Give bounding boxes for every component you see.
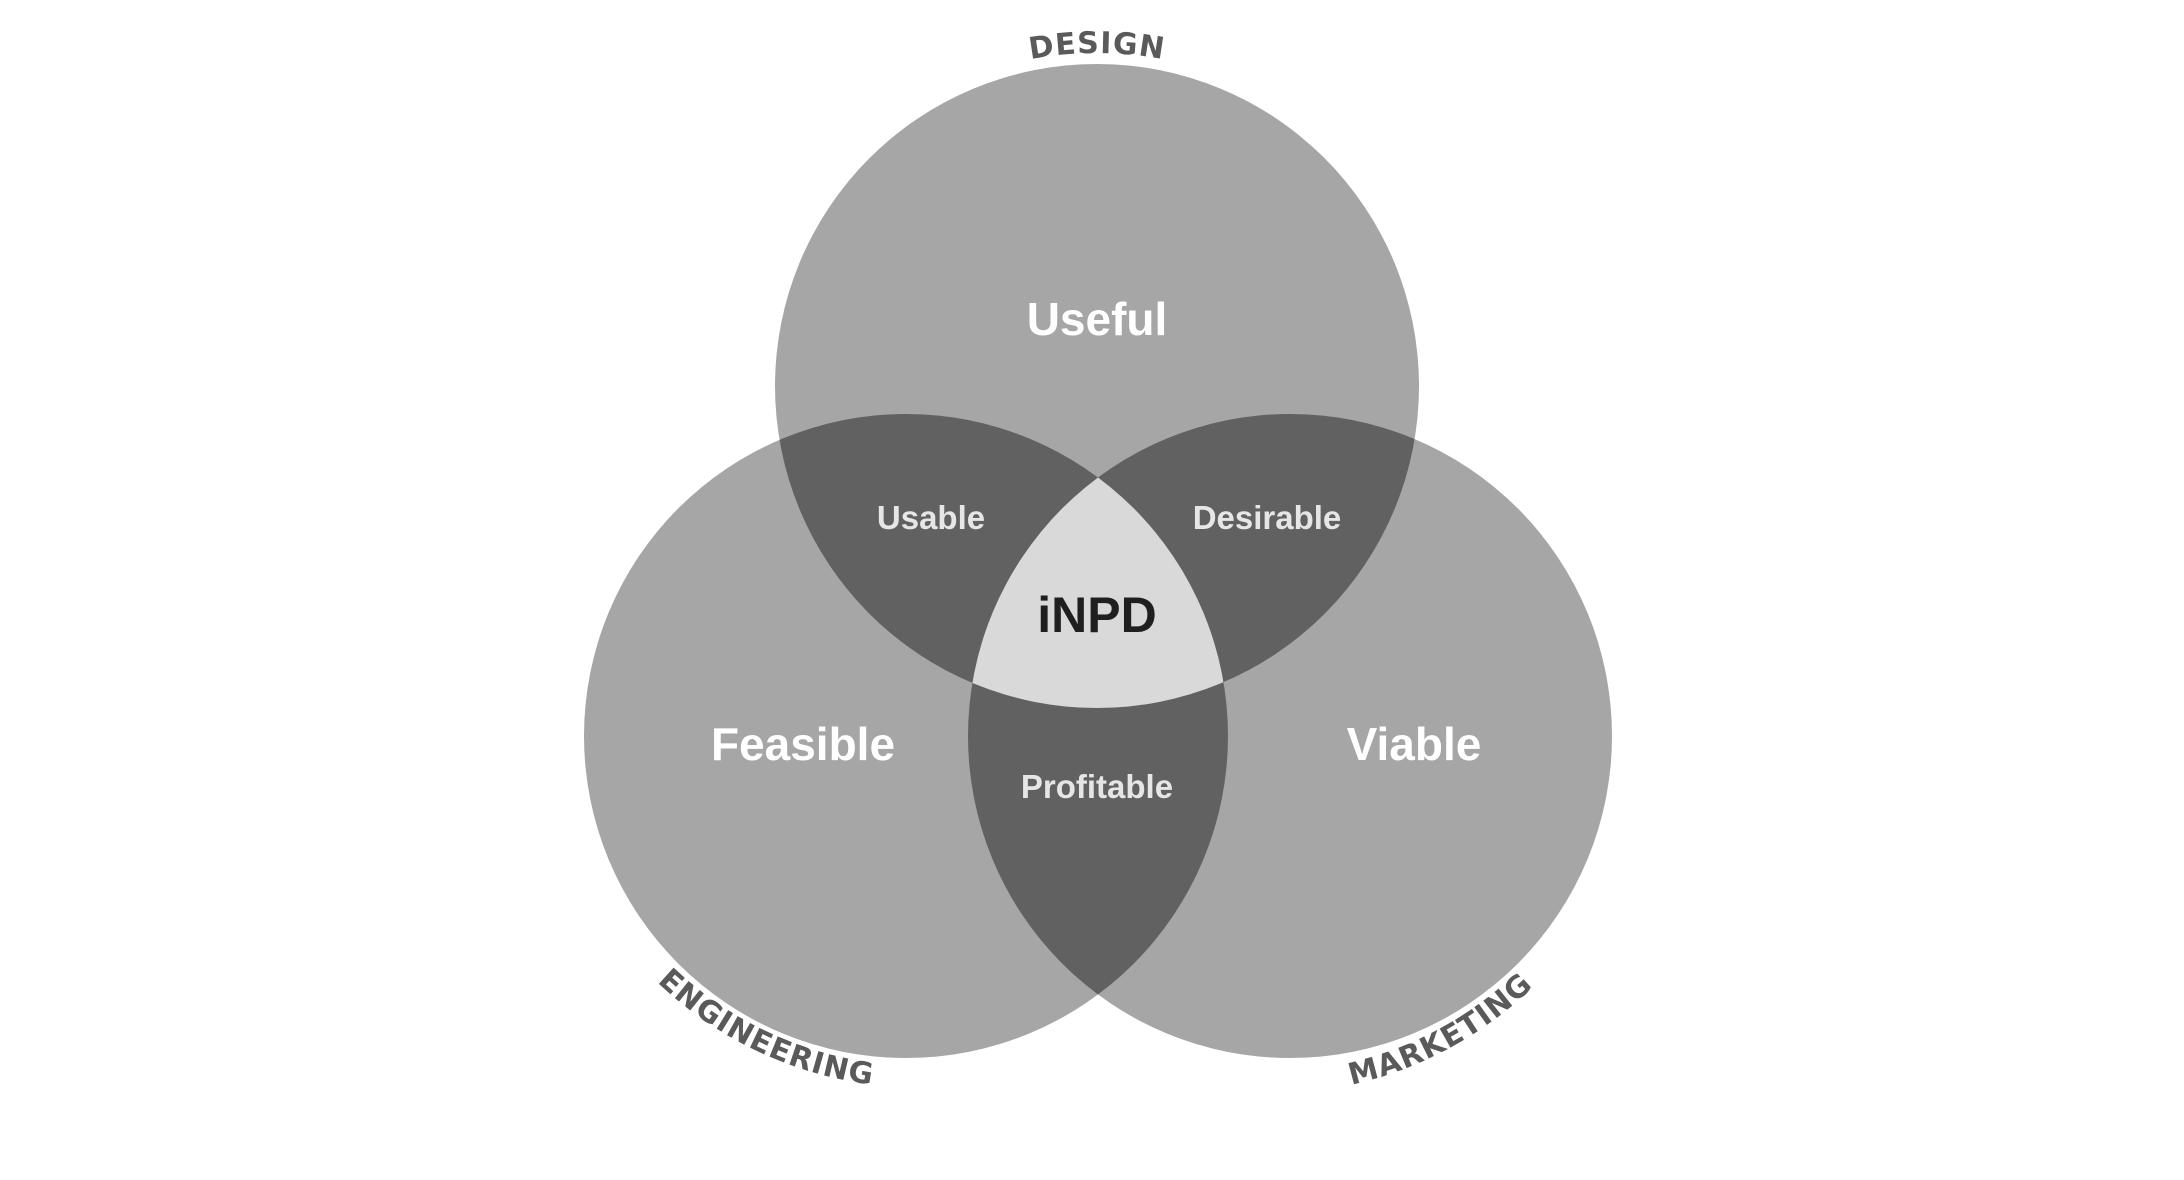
useful-label: Useful (1027, 293, 1168, 345)
viable-label: Viable (1347, 718, 1482, 770)
profitable-label: Profitable (1021, 768, 1173, 805)
design-discipline-label: DESIGN (1026, 26, 1167, 67)
feasible-label: Feasible (711, 718, 895, 770)
desirable-label: Desirable (1193, 499, 1342, 536)
triple-overlap (968, 414, 1228, 708)
inpd-label: iNPD (1037, 587, 1156, 643)
design-discipline-text: DESIGN (1026, 26, 1166, 67)
usable-label: Usable (877, 499, 985, 536)
